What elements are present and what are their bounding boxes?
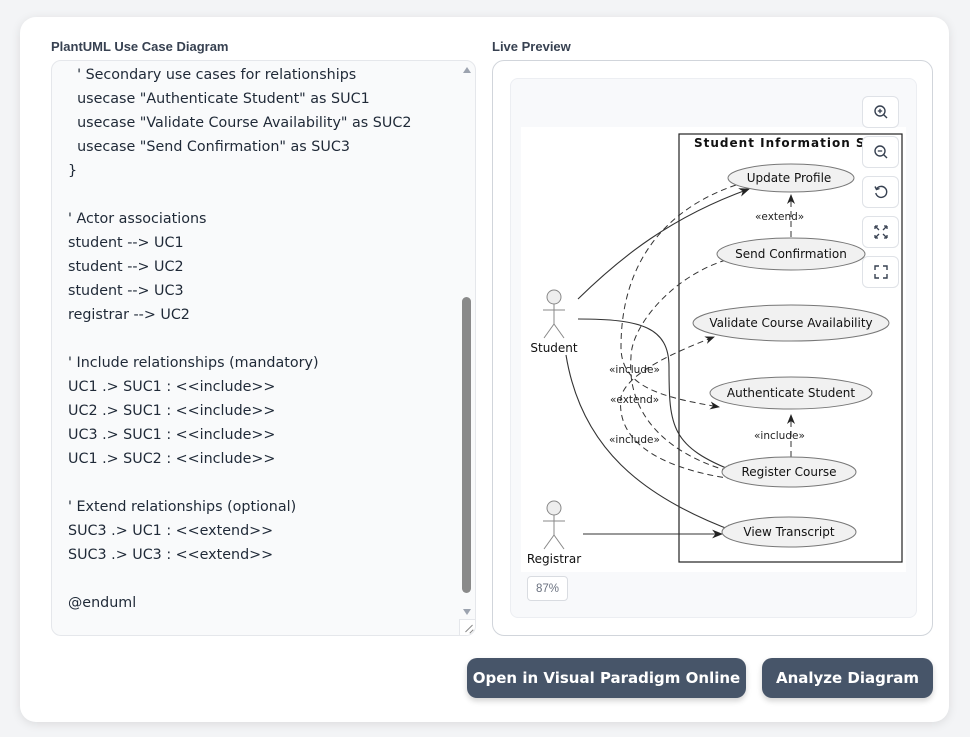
code-line: }: [68, 163, 78, 179]
resize-grip-icon[interactable]: [459, 619, 475, 635]
system-name: Student Information Sys: [694, 136, 883, 150]
assoc-student-register-course: [577, 318, 738, 473]
use-case-diagram[interactable]: Student Information Sys «extend» «includ…: [521, 127, 906, 572]
code-line: [68, 567, 455, 591]
reset-icon: [873, 185, 887, 199]
code-line: usecase "Validate Course Availability" a…: [68, 115, 412, 131]
analyze-diagram-button[interactable]: Analyze Diagram: [762, 658, 933, 698]
usecase-register-course-shape[interactable]: [721, 456, 857, 488]
assoc-student-update-profile: [577, 188, 751, 300]
actor-student-figure: [543, 289, 565, 339]
code-line: ' Actor associations: [68, 211, 207, 227]
usecase-view-transcript: View Transcript: [743, 525, 834, 539]
zoom-in-icon: [873, 105, 887, 119]
zoom-out-button[interactable]: [862, 136, 899, 168]
label-include-1: «include»: [609, 364, 660, 376]
usecase-validate-course-shape[interactable]: [692, 304, 890, 342]
code-line: [68, 327, 455, 351]
fullscreen-icon: [873, 265, 888, 279]
code-line: student --> UC3: [68, 283, 184, 299]
usecase-register-course: Register Course: [741, 465, 836, 479]
scroll-up-arrow-icon[interactable]: [463, 67, 471, 73]
code-line: usecase "Authenticate Student" as SUC1: [68, 91, 370, 107]
diagram-viewport[interactable]: Student Information Sys «extend» «includ…: [510, 78, 917, 618]
usecase-update-profile-shape[interactable]: [727, 163, 855, 193]
actor-registrar-figure: [543, 500, 565, 550]
usecase-view-transcript-shape[interactable]: [721, 516, 857, 548]
assoc-student-view-transcript: [565, 354, 738, 533]
reset-view-button[interactable]: [862, 176, 899, 208]
actor-registrar-label: Registrar: [527, 552, 581, 566]
usecase-update-profile: Update Profile: [747, 171, 832, 185]
editor-scrollbar[interactable]: [461, 65, 473, 617]
code-line: UC1 .> SUC1 : <<include>>: [68, 379, 276, 395]
fit-to-screen-button[interactable]: [862, 216, 899, 248]
actor-student-label: Student: [530, 341, 578, 355]
label-extend-2: «extend»: [610, 394, 659, 406]
usecase-send-confirmation: Send Confirmation: [735, 247, 847, 261]
usecase-authenticate-student: Authenticate Student: [727, 386, 856, 400]
label-extend-1: «extend»: [755, 211, 804, 223]
usecase-send-confirmation-shape[interactable]: [716, 237, 866, 271]
preview-title: Live Preview: [492, 39, 571, 54]
code-line: UC1 .> SUC2 : <<include>>: [68, 451, 276, 467]
code-text[interactable]: ' Secondary use cases for relationships …: [68, 63, 455, 615]
label-include-3: «include»: [754, 430, 805, 442]
usecase-validate-course: Validate Course Availability: [709, 316, 872, 330]
extend-send-confirmation-register-course: [630, 259, 737, 474]
code-line: ' Extend relationships (optional): [68, 499, 297, 515]
code-line: ' Secondary use cases for relationships: [68, 67, 357, 83]
code-line: student --> UC1: [68, 235, 184, 251]
code-line: SUC3 .> UC3 : <<extend>>: [68, 547, 274, 563]
code-line: registrar --> UC2: [68, 307, 190, 323]
system-boundary: [678, 133, 903, 563]
open-in-visual-paradigm-button[interactable]: Open in Visual Paradigm Online: [467, 658, 746, 698]
zoom-in-button[interactable]: [862, 96, 899, 128]
zoom-out-icon: [873, 145, 887, 159]
scroll-down-arrow-icon[interactable]: [463, 609, 471, 615]
diagram-svg: Student Information Sys «extend» «includ…: [527, 133, 903, 566]
live-preview-panel: Student Information Sys «extend» «includ…: [492, 60, 933, 636]
code-line: UC2 .> SUC1 : <<include>>: [68, 403, 276, 419]
plantuml-code-editor[interactable]: ' Secondary use cases for relationships …: [51, 60, 476, 636]
code-line: [68, 471, 455, 495]
code-line: usecase "Send Confirmation" as SUC3: [68, 139, 350, 155]
editor-title: PlantUML Use Case Diagram: [51, 39, 229, 54]
code-line: student --> UC2: [68, 259, 184, 275]
code-line: UC3 .> SUC1 : <<include>>: [68, 427, 276, 443]
zoom-level-badge: 87%: [527, 576, 568, 601]
fullscreen-button[interactable]: [862, 256, 899, 288]
fit-icon: [873, 225, 888, 239]
code-line: @enduml: [68, 595, 137, 611]
usecase-authenticate-student-shape[interactable]: [709, 376, 873, 410]
include-register-course-validate: [620, 336, 734, 480]
code-line: SUC3 .> UC1 : <<extend>>: [68, 523, 274, 539]
include-update-profile-authenticate: [620, 184, 737, 410]
scrollbar-thumb[interactable]: [462, 297, 471, 593]
code-line: [68, 183, 455, 207]
label-include-2: «include»: [609, 434, 660, 446]
code-line: ' Include relationships (mandatory): [68, 355, 319, 371]
